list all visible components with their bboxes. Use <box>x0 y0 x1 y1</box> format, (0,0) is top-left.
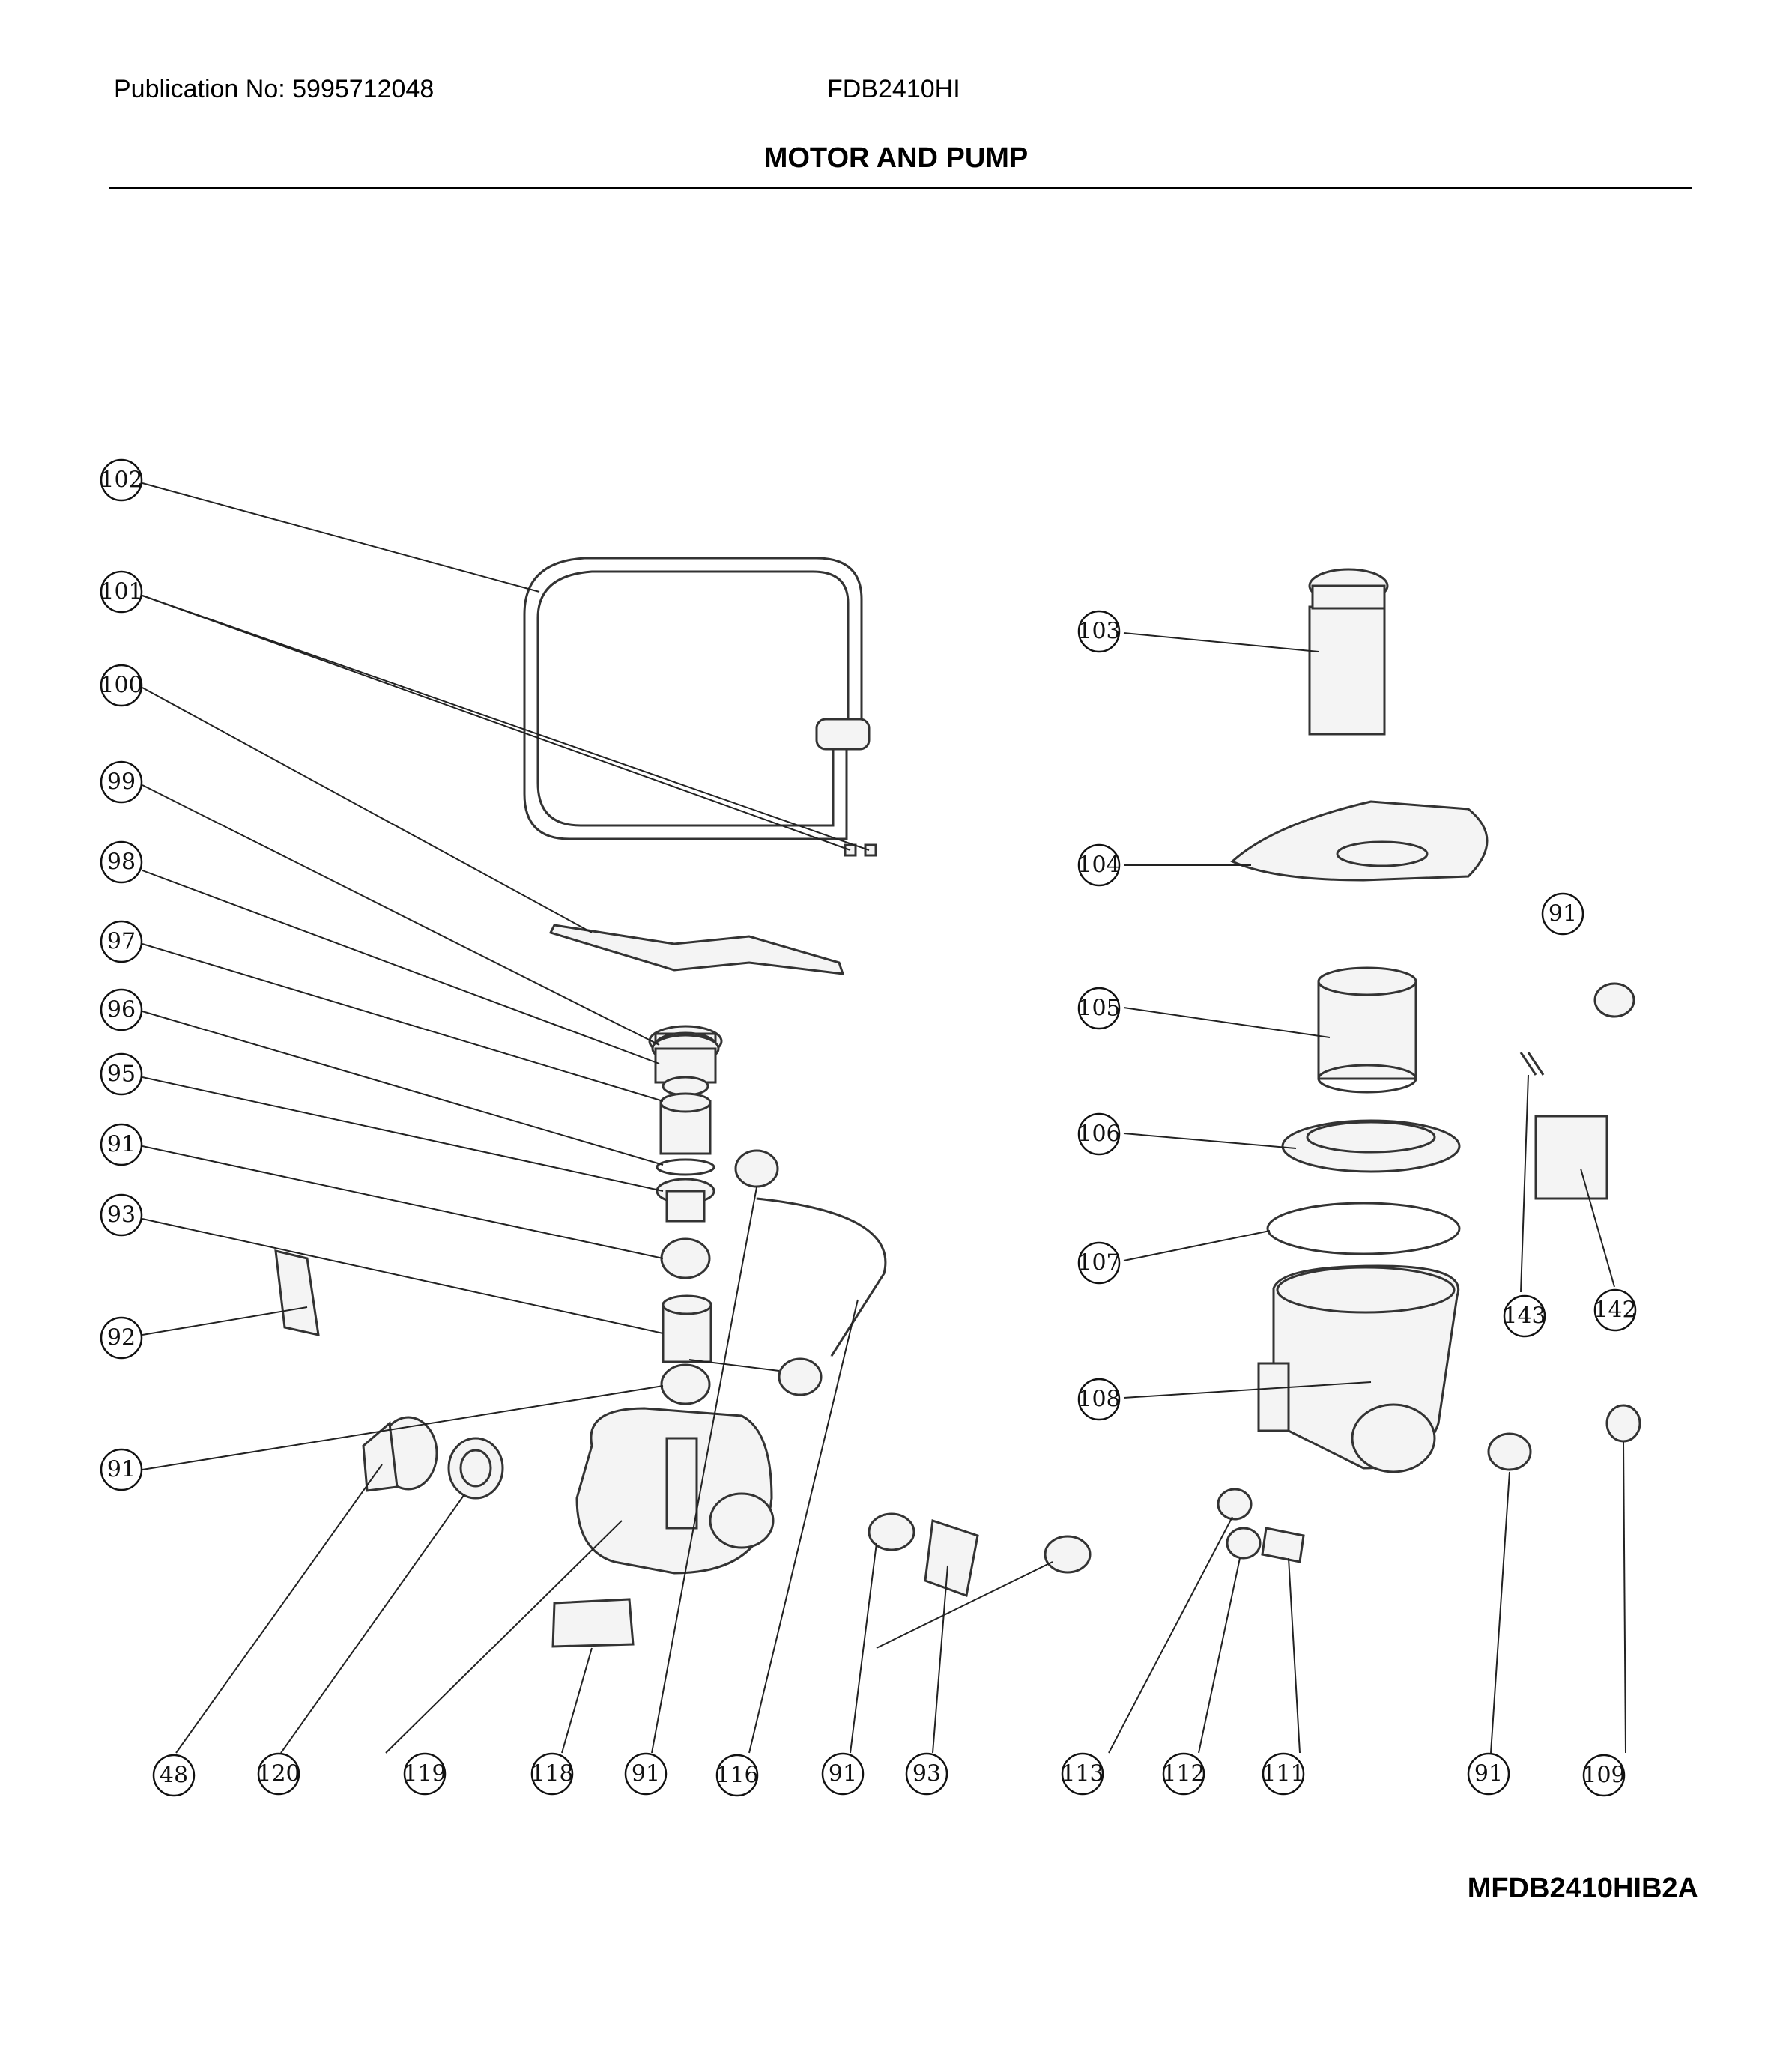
svg-text:103: 103 <box>1077 619 1120 645</box>
callout-113: 113 <box>1061 1752 1104 1796</box>
svg-text:106: 106 <box>1077 1121 1120 1148</box>
callout-48: 48 <box>152 1754 196 1797</box>
callout-102: 102 <box>100 458 143 502</box>
callout-116: 116 <box>715 1754 759 1797</box>
callout-105: 105 <box>1077 987 1121 1030</box>
svg-text:109: 109 <box>1582 1763 1625 1789</box>
callout-112: 112 <box>1162 1752 1205 1796</box>
callout-bubbles: 102 101 100 99 98 97 96 95 91 93 92 91 1… <box>100 458 1637 1797</box>
svg-text:100: 100 <box>100 673 142 699</box>
svg-text:120: 120 <box>257 1761 300 1787</box>
callout-109: 109 <box>1582 1754 1626 1797</box>
callout-92: 92 <box>100 1316 143 1360</box>
header-rule <box>109 187 1692 189</box>
svg-text:91: 91 <box>1549 901 1577 927</box>
svg-text:107: 107 <box>1077 1250 1120 1276</box>
callout-91: 91 <box>624 1752 668 1796</box>
callout-106: 106 <box>1077 1112 1121 1156</box>
svg-text:93: 93 <box>107 1202 136 1229</box>
callout-91: 91 <box>1467 1752 1510 1796</box>
svg-text:93: 93 <box>912 1761 941 1787</box>
svg-text:91: 91 <box>107 1132 136 1158</box>
section-title: MOTOR AND PUMP <box>763 142 1029 174</box>
svg-text:118: 118 <box>530 1761 573 1787</box>
callout-91: 91 <box>100 1123 143 1166</box>
publication-number: Publication No: 5995712048 <box>114 75 435 103</box>
callout-91: 91 <box>821 1752 865 1796</box>
callout-93: 93 <box>100 1193 143 1237</box>
svg-text:95: 95 <box>107 1061 136 1088</box>
callout-143: 143 <box>1503 1294 1546 1338</box>
callout-95: 95 <box>100 1052 143 1096</box>
svg-text:99: 99 <box>107 769 136 796</box>
callout-104: 104 <box>1077 843 1121 887</box>
svg-text:48: 48 <box>160 1763 188 1789</box>
callout-91: 91 <box>100 1448 143 1491</box>
callout-97: 97 <box>100 920 143 963</box>
svg-text:116: 116 <box>715 1763 758 1789</box>
svg-text:111: 111 <box>1262 1761 1304 1787</box>
callout-100: 100 <box>100 664 143 707</box>
svg-text:91: 91 <box>107 1457 136 1483</box>
svg-text:91: 91 <box>1474 1761 1503 1787</box>
leader-lines <box>142 482 1626 1754</box>
svg-text:112: 112 <box>1162 1761 1205 1787</box>
svg-text:102: 102 <box>100 467 142 494</box>
callout-108: 108 <box>1077 1378 1121 1421</box>
callout-103: 103 <box>1077 610 1121 653</box>
callout-93: 93 <box>905 1752 948 1796</box>
svg-text:108: 108 <box>1077 1387 1120 1413</box>
svg-text:104: 104 <box>1077 852 1120 879</box>
svg-text:91: 91 <box>829 1761 857 1787</box>
callout-142: 142 <box>1593 1288 1637 1332</box>
svg-text:97: 97 <box>107 929 136 955</box>
svg-text:119: 119 <box>403 1761 446 1787</box>
callout-91: 91 <box>1541 892 1584 936</box>
callout-96: 96 <box>100 988 143 1031</box>
callout-101: 101 <box>100 570 143 614</box>
svg-text:96: 96 <box>107 997 136 1023</box>
callout-111: 111 <box>1262 1752 1305 1796</box>
svg-text:91: 91 <box>632 1761 660 1787</box>
callout-99: 99 <box>100 760 143 804</box>
svg-text:143: 143 <box>1503 1303 1546 1330</box>
svg-text:105: 105 <box>1077 996 1120 1022</box>
callout-120: 120 <box>257 1752 300 1796</box>
svg-text:142: 142 <box>1593 1297 1636 1324</box>
svg-text:101: 101 <box>100 579 142 605</box>
svg-text:113: 113 <box>1061 1761 1104 1787</box>
callout-118: 118 <box>530 1752 574 1796</box>
svg-text:92: 92 <box>107 1325 136 1351</box>
model-number: FDB2410HI <box>827 75 960 103</box>
callout-107: 107 <box>1077 1241 1121 1285</box>
part-drawings <box>274 557 1641 1648</box>
svg-text:98: 98 <box>107 849 136 876</box>
diagram-code: MFDB2410HIB2A <box>1467 1873 1698 1904</box>
callout-98: 98 <box>100 840 143 884</box>
callout-119: 119 <box>403 1752 447 1796</box>
